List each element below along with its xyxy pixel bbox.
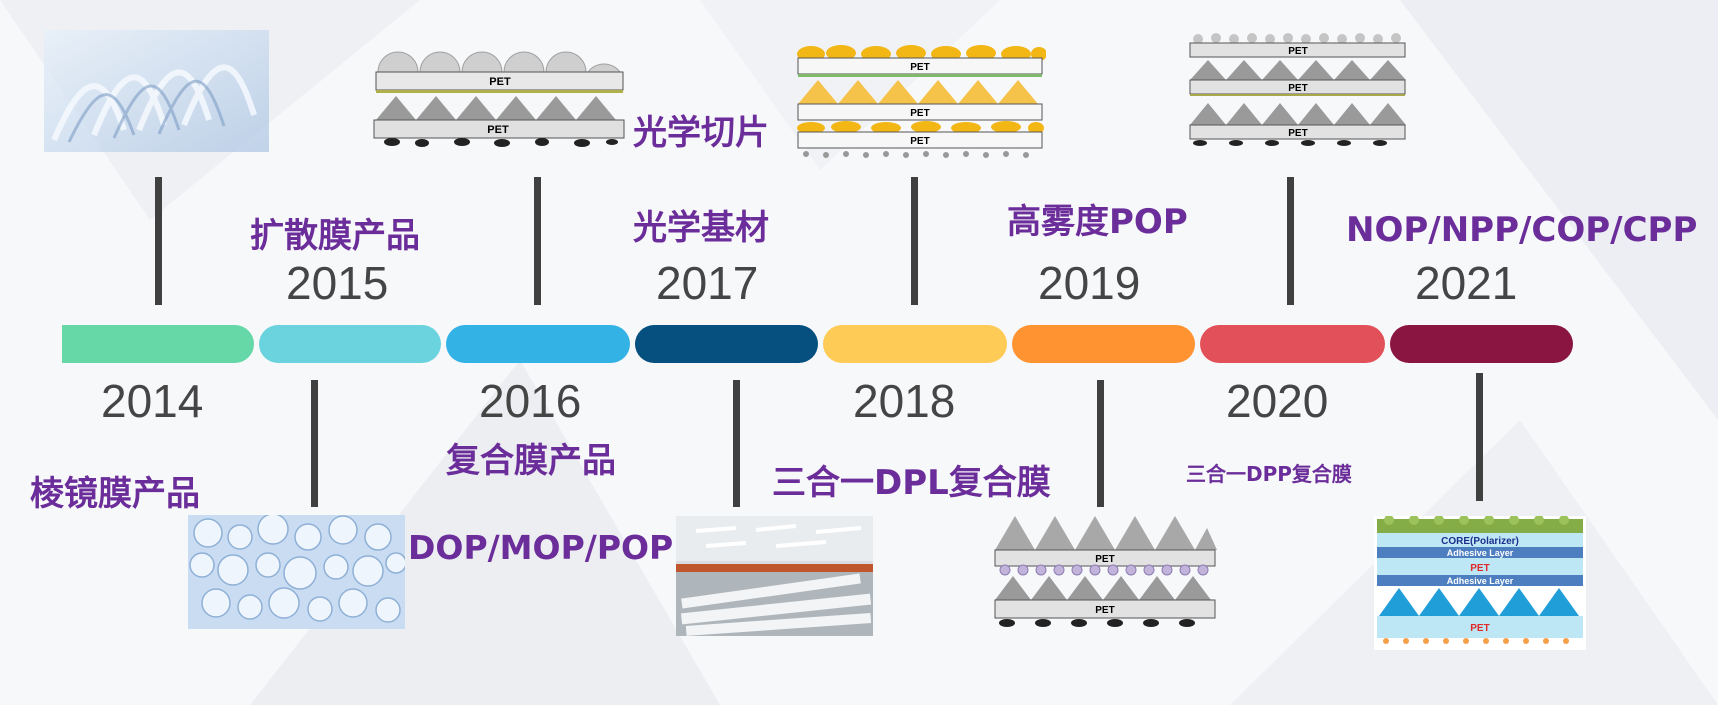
product-sub-2016: DOP/MOP/POP — [408, 528, 674, 567]
product-label-2015: 扩散膜产品 — [250, 216, 420, 256]
product-sub-2017: 光学切片 — [633, 113, 769, 153]
year-2020: 2020 — [1226, 375, 1329, 427]
tick-2014 — [155, 177, 162, 305]
timeline-segment-2019 — [1012, 325, 1195, 363]
timeline-segment-2021 — [1390, 325, 1573, 363]
tick-2020 — [1287, 177, 1294, 305]
tick-2016 — [534, 177, 541, 305]
product-label-2018: 三合一DPL复合膜 — [772, 463, 1051, 503]
diffusion-film-image — [188, 515, 405, 629]
year-2019: 2019 — [1038, 257, 1141, 309]
pet-label: PET — [910, 62, 929, 73]
adhesive-layer-label: Adhesive Layer — [1447, 548, 1514, 558]
pet-label: PET — [1288, 46, 1307, 57]
pet-label: PET — [489, 76, 511, 88]
pet-label: PET — [1288, 83, 1307, 94]
tick-2019 — [1097, 380, 1104, 507]
pet-label: PET — [910, 108, 929, 119]
year-2016: 2016 — [479, 375, 582, 427]
tick-2015 — [311, 380, 318, 507]
pet-label: PET — [1470, 623, 1489, 634]
pop-film-diagram-2020: PET PET PET — [1189, 33, 1406, 146]
composite-film-diagram-2016: PET PET — [373, 51, 625, 147]
timeline-segment-2017 — [635, 325, 818, 363]
pet-label: PET — [1095, 605, 1114, 616]
pet-label: PET — [1470, 563, 1489, 574]
core-polarizer-label: CORE(Polarizer) — [1441, 536, 1519, 547]
adhesive-layer-label: Adhesive Layer — [1447, 576, 1514, 586]
timeline-segment-2018 — [823, 325, 1007, 363]
tick-2018 — [911, 177, 918, 305]
product-label-2016: 复合膜产品 — [446, 441, 616, 481]
pet-label: PET — [487, 124, 509, 136]
timeline-segment-2014 — [62, 325, 254, 363]
year-2018: 2018 — [853, 375, 956, 427]
product-label-2014: 棱镜膜产品 — [30, 474, 200, 514]
product-label-2017: 光学基材 — [633, 208, 769, 248]
timeline-segment-2020 — [1200, 325, 1385, 363]
tick-2017 — [733, 380, 740, 507]
tick-2021 — [1476, 373, 1483, 501]
year-2014: 2014 — [101, 375, 204, 427]
factory-photo — [676, 516, 873, 636]
product-label-2020: 三合一DPP复合膜 — [1186, 462, 1352, 486]
pet-label: PET — [1095, 554, 1114, 565]
polarizer-stack-diagram: CORE(Polarizer) Adhesive Layer PET Adhes… — [1374, 516, 1586, 650]
year-2015: 2015 — [286, 257, 389, 309]
pet-label: PET — [1288, 128, 1307, 139]
dpl-film-diagram-2018: PET PET PET — [797, 45, 1046, 158]
timeline-segment-2015 — [259, 325, 441, 363]
high-haze-pop-diagram: PET PET — [994, 516, 1217, 627]
year-2021: 2021 — [1415, 257, 1518, 309]
prism-film-image — [44, 30, 269, 152]
pet-label: PET — [910, 136, 929, 147]
product-label-2021: NOP/NPP/COP/CPP — [1346, 210, 1698, 250]
timeline-segment-2016 — [446, 325, 630, 363]
year-2017: 2017 — [656, 257, 759, 309]
product-label-2019: 高雾度POP — [1007, 202, 1188, 242]
